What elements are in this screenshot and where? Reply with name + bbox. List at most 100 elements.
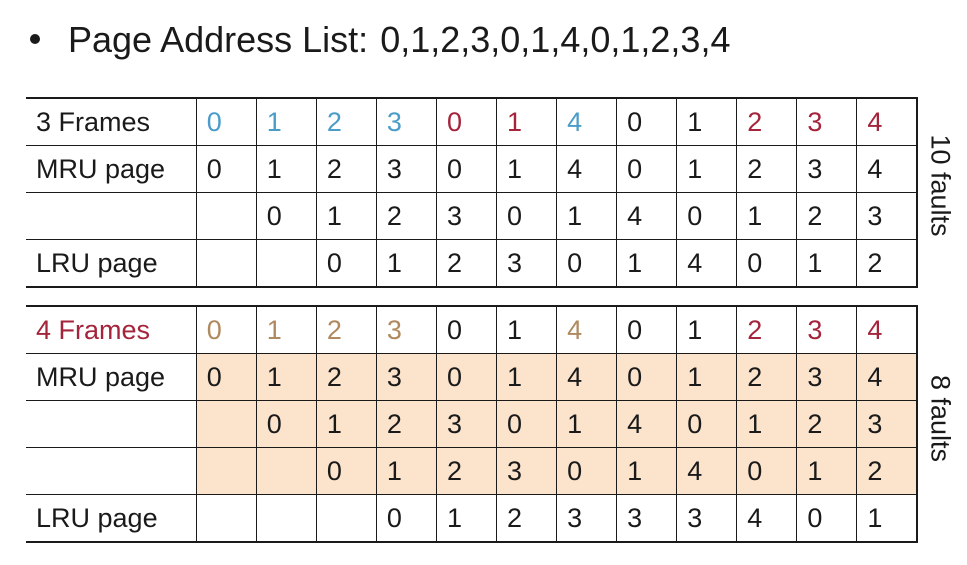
table-cell: 2: [736, 145, 797, 193]
row-label: 4 Frames: [26, 305, 197, 354]
table-row: LRU page 0 1 2 3 3 3 4 0 1: [26, 494, 919, 543]
table-cell: 0: [495, 400, 557, 448]
table-cell: 2: [736, 97, 797, 146]
table-cell: 0: [556, 239, 617, 288]
table-row: 0 1 2 3 0 1 4 0 1 2 3: [26, 192, 919, 240]
table-cell: 1: [676, 353, 737, 401]
table-cell: 4: [856, 145, 919, 193]
table-cell: 4: [556, 305, 617, 354]
table-cell: 0: [616, 353, 677, 401]
table-cell: [255, 239, 317, 288]
table-cell: 4: [856, 97, 919, 146]
table-cell: 4: [736, 494, 797, 543]
row-label: MRU page: [26, 145, 197, 193]
table-cell: 1: [556, 192, 617, 240]
table-cell: 1: [495, 305, 557, 354]
table-cell: 1: [495, 97, 557, 146]
table-cell: 2: [856, 239, 919, 288]
table-cell: 3: [375, 305, 437, 354]
table-cell: [195, 447, 257, 495]
faults-label-4-frames: 8 faults: [925, 374, 956, 463]
table-cell: 1: [255, 305, 317, 354]
table-cell: 4: [556, 145, 617, 193]
table-cell: [195, 192, 257, 240]
table-cell: 1: [676, 305, 737, 354]
table-cell: 0: [796, 494, 857, 543]
table-cell: 1: [616, 239, 677, 288]
table-cell: 0: [195, 97, 257, 146]
table-cell: 2: [435, 447, 497, 495]
table-cell: 1: [375, 447, 437, 495]
table-row: 0 1 2 3 0 1 4 0 1 2: [26, 447, 919, 495]
table-cell: 3: [856, 192, 919, 240]
table-cell: 1: [796, 239, 857, 288]
row-label: 3 Frames: [26, 97, 197, 146]
table-row: MRU page 0 1 2 3 0 1 4 0 1 2 3 4: [26, 353, 919, 401]
table-cell: 0: [495, 192, 557, 240]
table-cell: 0: [315, 239, 377, 288]
table-cell: 0: [435, 145, 497, 193]
table-cell: 1: [556, 400, 617, 448]
table-cell: 0: [255, 192, 317, 240]
table-cell: 3: [495, 239, 557, 288]
table-cell: 1: [736, 400, 797, 448]
table-cell: 0: [255, 400, 317, 448]
table-cell: 1: [435, 494, 497, 543]
table-cell: 2: [736, 353, 797, 401]
table-cell: 2: [315, 353, 377, 401]
table-cell: 4: [856, 353, 919, 401]
table-cell: 0: [556, 447, 617, 495]
table-cell: 4: [616, 400, 677, 448]
table-cell: 3: [556, 494, 617, 543]
table-cell: 3: [375, 145, 437, 193]
table-4-frames: 4 Frames 0 1 2 3 0 1 4 0 1 2 3 4 MRU pag…: [26, 305, 919, 543]
table-cell: [255, 447, 317, 495]
page-title: Page Address List:0,1,2,3,0,1,4,0,1,2,3,…: [30, 14, 730, 66]
table-cell: 1: [315, 192, 377, 240]
table-cell: [255, 494, 317, 543]
table-cell: 0: [616, 145, 677, 193]
table-cell: 3: [375, 97, 437, 146]
table-cell: 3: [495, 447, 557, 495]
table-cell: 3: [375, 353, 437, 401]
table-cell: 1: [495, 145, 557, 193]
table-cell: 0: [375, 494, 437, 543]
row-label: [26, 447, 197, 495]
table-cell: 4: [556, 97, 617, 146]
table-cell: 2: [375, 400, 437, 448]
table-cell: 1: [676, 97, 737, 146]
table-cell: 2: [375, 192, 437, 240]
table-row: 4 Frames 0 1 2 3 0 1 4 0 1 2 3 4: [26, 305, 919, 354]
table-cell: 1: [676, 145, 737, 193]
table-cell: 1: [375, 239, 437, 288]
table-cell: 1: [255, 145, 317, 193]
row-label: LRU page: [26, 239, 197, 288]
table-cell: 1: [315, 400, 377, 448]
table-cell: 2: [435, 239, 497, 288]
table-cell: 4: [676, 447, 737, 495]
table-cell: 3: [796, 305, 857, 354]
table-cell: 1: [255, 353, 317, 401]
table-row: 0 1 2 3 0 1 4 0 1 2 3: [26, 400, 919, 448]
table-cell: [195, 239, 257, 288]
title-label: Page Address List:: [68, 19, 369, 60]
row-label: LRU page: [26, 494, 197, 543]
table-cell: 0: [195, 305, 257, 354]
table-cell: 0: [736, 239, 797, 288]
table-cell: 4: [616, 192, 677, 240]
table-cell: 4: [676, 239, 737, 288]
table-cell: 1: [255, 97, 317, 146]
table-cell: 0: [736, 447, 797, 495]
faults-label-3-frames: 10 faults: [925, 134, 956, 237]
table-cell: 2: [495, 494, 557, 543]
table-cell: 0: [616, 305, 677, 354]
table-cell: 3: [796, 353, 857, 401]
table-3-frames: 3 Frames 0 1 2 3 0 1 4 0 1 2 3 4 MRU pag…: [26, 97, 919, 288]
table-row: MRU page 0 1 2 3 0 1 4 0 1 2 3 4: [26, 145, 919, 193]
table-cell: 2: [315, 145, 377, 193]
table-cell: 2: [315, 97, 377, 146]
table-cell: 3: [856, 400, 919, 448]
table-cell: 3: [435, 192, 497, 240]
table-cell: 0: [315, 447, 377, 495]
row-label: [26, 400, 197, 448]
